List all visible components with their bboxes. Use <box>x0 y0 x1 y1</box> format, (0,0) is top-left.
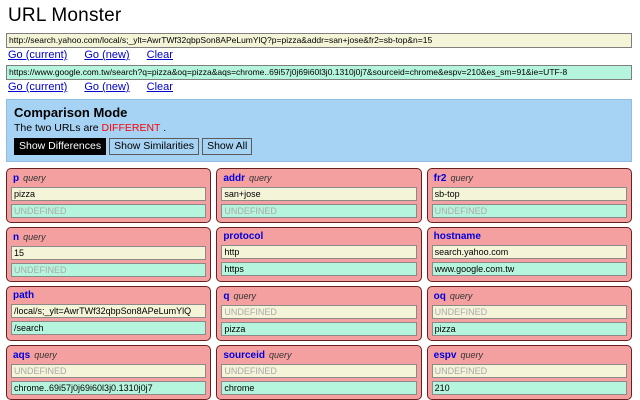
url-row-a: http://search.yahoo.com/local/s;_ylt=Awr… <box>6 33 634 61</box>
param-value-a[interactable]: UNDEFINED <box>432 364 627 378</box>
show-differences-button[interactable]: Show Differences <box>14 138 106 155</box>
param-card: espvqueryUNDEFINED 210 <box>427 345 632 400</box>
param-name: aqs query <box>13 349 206 362</box>
param-card: aqs queryUNDEFINED chrome..69i57j0j69i60l3… <box>6 345 211 400</box>
param-card: oqqueryUNDEFINED pizza <box>427 286 632 341</box>
param-value-a[interactable]: http <box>221 245 416 259</box>
param-value-b[interactable]: pizza <box>221 322 416 336</box>
param-name: nquery <box>13 231 206 244</box>
param-card: pquery pizzaUNDEFINED <box>6 168 211 223</box>
param-card: fr2query sb-topUNDEFINED <box>427 168 632 223</box>
param-value-b[interactable]: UNDEFINED <box>11 204 206 218</box>
url-monster-page: URL Monster http://search.yahoo.com/loca… <box>0 5 640 400</box>
param-value-a[interactable]: san+jose <box>221 187 416 201</box>
param-name-text: path <box>13 290 34 301</box>
url-actions-b: Go (current) Go (new) Clear <box>8 81 634 93</box>
url-actions-a: Go (current) Go (new) Clear <box>8 49 634 61</box>
comparison-panel: Comparison Mode The two URLs are DIFFERE… <box>6 99 632 162</box>
param-name: qquery <box>223 290 416 303</box>
param-name-text: n <box>13 232 19 243</box>
param-name-text: fr2 <box>434 173 447 184</box>
param-card: hostname search.yahoo.com www.google.com.t… <box>427 227 632 282</box>
param-name: pquery <box>13 172 206 185</box>
go-current-link-b[interactable]: Go (current) <box>8 81 67 93</box>
page-title: URL Monster <box>8 5 634 27</box>
go-new-link-b[interactable]: Go (new) <box>84 81 129 93</box>
param-value-b[interactable]: UNDEFINED <box>432 204 627 218</box>
param-name: protocol <box>223 231 416 243</box>
param-name: path <box>13 290 206 302</box>
comparison-status: The two URLs are DIFFERENT . <box>14 122 624 134</box>
go-current-link-a[interactable]: Go (current) <box>8 49 67 61</box>
param-name-text: q <box>223 291 229 302</box>
param-value-a[interactable]: /local/s;_ylt=AwrTWf32qbpSon8APeLumYlQ <box>11 304 206 318</box>
url-input-b[interactable]: https://www.google.com.tw/search?q=pizza… <box>6 65 632 80</box>
param-value-b[interactable]: pizza <box>432 322 627 336</box>
param-card: qqueryUNDEFINED pizza <box>216 286 421 341</box>
clear-link-a[interactable]: Clear <box>147 49 173 61</box>
comparison-mode-buttons: Show Differences Show Similarities Show … <box>14 138 624 155</box>
url-row-b: https://www.google.com.tw/search?q=pizza… <box>6 65 634 93</box>
param-value-a[interactable]: sb-top <box>432 187 627 201</box>
param-value-b[interactable]: UNDEFINED <box>221 204 416 218</box>
param-card: sourceid queryUNDEFINED chrome <box>216 345 421 400</box>
param-kind-label: query <box>460 350 483 360</box>
param-kind-label: query <box>450 291 473 301</box>
param-value-a[interactable]: UNDEFINED <box>11 364 206 378</box>
param-kind-label: query <box>34 350 57 360</box>
param-value-a[interactable]: search.yahoo.com <box>432 245 627 259</box>
comparison-status-prefix: The two URLs are <box>14 122 99 134</box>
param-kind-label: query <box>269 350 292 360</box>
param-value-a[interactable]: 15 <box>11 246 206 260</box>
param-kind-label: query <box>233 291 256 301</box>
param-value-b[interactable]: UNDEFINED <box>11 263 206 277</box>
param-value-a[interactable]: UNDEFINED <box>221 364 416 378</box>
param-value-a[interactable]: UNDEFINED <box>432 305 627 319</box>
param-value-b[interactable]: www.google.com.tw <box>432 262 627 276</box>
param-kind-label: query <box>450 173 473 183</box>
param-name: addr query <box>223 172 416 185</box>
param-name-text: protocol <box>223 231 263 242</box>
param-name: espvquery <box>434 349 627 362</box>
param-kind-label: query <box>23 173 46 183</box>
param-value-b[interactable]: 210 <box>432 381 627 395</box>
param-value-b[interactable]: /search <box>11 321 206 335</box>
param-name: hostname <box>434 231 627 243</box>
param-name-text: espv <box>434 350 457 361</box>
param-kind-label: query <box>249 173 272 183</box>
comparison-title: Comparison Mode <box>14 105 624 120</box>
param-name: fr2query <box>434 172 627 185</box>
param-card: addr query san+joseUNDEFINED <box>216 168 421 223</box>
param-card: path/local/s;_ylt=AwrTWf32qbpSon8APeLumY… <box>6 286 211 341</box>
param-name-text: sourceid <box>223 350 265 361</box>
param-name-text: addr <box>223 173 245 184</box>
param-card: protocol http https <box>216 227 421 282</box>
comparison-status-value: DIFFERENT <box>102 122 161 134</box>
param-value-b[interactable]: chrome <box>221 381 416 395</box>
param-value-a[interactable]: pizza <box>11 187 206 201</box>
show-all-button[interactable]: Show All <box>202 138 252 155</box>
parameter-grid: pquerypizzaUNDEFINEDaddrquerysan+joseUND… <box>6 168 632 400</box>
clear-link-b[interactable]: Clear <box>147 81 173 93</box>
param-value-b[interactable]: chrome..69i57j0j69i60l3j0.1310j0j7 <box>11 381 206 395</box>
param-name: sourceid query <box>223 349 416 362</box>
go-new-link-a[interactable]: Go (new) <box>84 49 129 61</box>
param-name: oqquery <box>434 290 627 303</box>
param-value-a[interactable]: UNDEFINED <box>221 305 416 319</box>
param-name-text: aqs <box>13 350 30 361</box>
param-card: nquery 15UNDEFINED <box>6 227 211 282</box>
show-similarities-button[interactable]: Show Similarities <box>109 138 199 155</box>
param-name-text: oq <box>434 291 446 302</box>
param-kind-label: query <box>23 232 46 242</box>
param-name-text: hostname <box>434 231 481 242</box>
param-value-b[interactable]: https <box>221 262 416 276</box>
param-name-text: p <box>13 173 19 184</box>
comparison-status-suffix: . <box>163 122 166 134</box>
url-input-a[interactable]: http://search.yahoo.com/local/s;_ylt=Awr… <box>6 33 632 48</box>
